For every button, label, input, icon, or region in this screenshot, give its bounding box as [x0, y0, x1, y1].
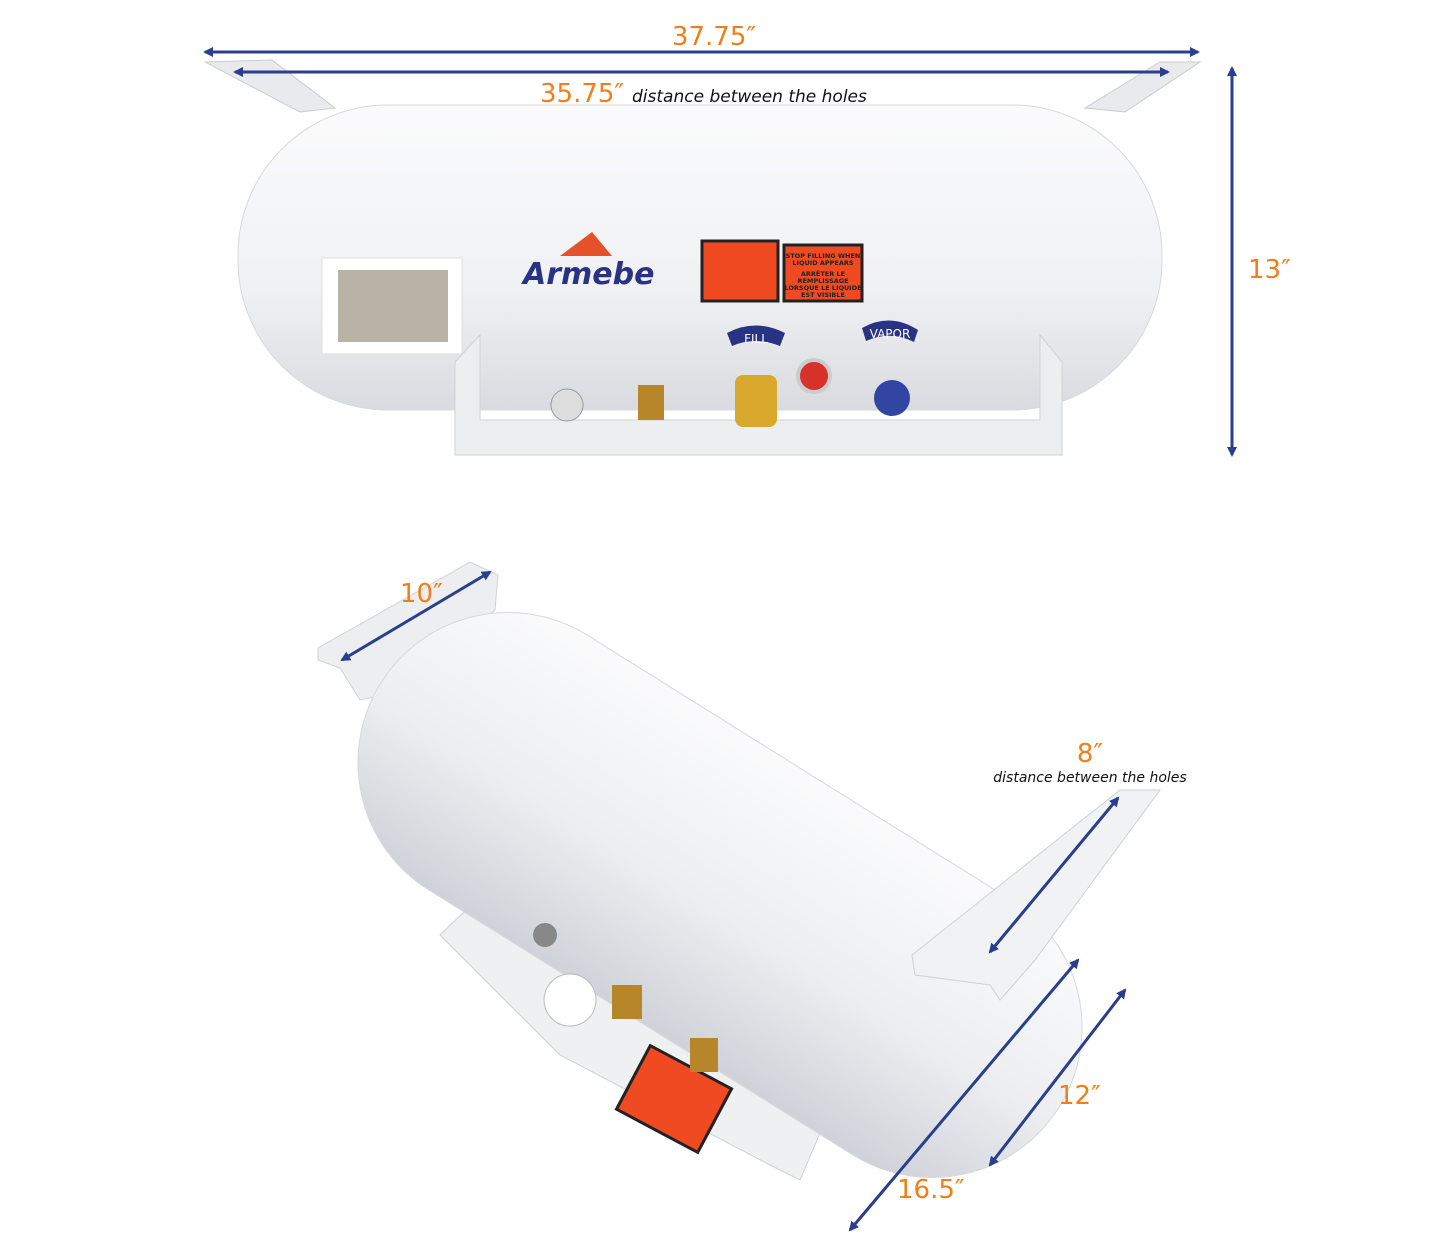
height-label: 13″: [1248, 255, 1291, 285]
top-bracket-left: [203, 59, 337, 113]
brand-logo: Armebe: [521, 257, 654, 292]
bottom-bracket: [454, 333, 1063, 456]
fill-port-label-bg: [727, 325, 785, 346]
vapor-port-label-bg: [862, 320, 918, 342]
svg-text:ARRÊTER LE: ARRÊTER LE: [801, 269, 845, 278]
bracket-hole-distance-arrow: [988, 796, 1120, 954]
bracket-depth-label: 16.5″: [897, 1175, 965, 1205]
fill-port-label: FILL: [744, 332, 768, 346]
svg-text:STOP FILLING WHEN: STOP FILLING WHEN: [786, 252, 861, 260]
vapor-valve-icon: [874, 380, 910, 416]
warning-label-2: STOP FILLING WHEN LIQUID APPEARS ARRÊTER…: [782, 243, 864, 303]
bracket-hole-distance-label: 8″: [1077, 739, 1104, 769]
fill-valve-icon: [735, 375, 777, 427]
diameter-label: 12″: [1058, 1081, 1101, 1111]
front-view-tank: Armebe STOP FILLING WHEN LIQUID APPEARS …: [203, 59, 1202, 456]
bracket-width-label: 10″: [400, 579, 443, 609]
valve-icon: [638, 385, 664, 420]
bracket-width-arrow: [340, 570, 492, 662]
warning-label-1: [700, 239, 780, 303]
svg-text:LIQUID APPEARS: LIQUID APPEARS: [792, 259, 853, 267]
fitting-icon: [533, 923, 557, 947]
top-bracket-right: [1083, 61, 1202, 113]
bracket-depth-arrow: [848, 958, 1080, 1232]
angled-view-tank: [317, 561, 1161, 1181]
gauge-icon: [550, 388, 584, 422]
fitting-icon: [612, 985, 642, 1019]
vapor-port-label: VAPOR: [870, 327, 911, 341]
fitting-icon: [690, 1038, 718, 1072]
hole-distance-note: distance between the holes: [632, 87, 867, 107]
hole-distance-label: 35.75″: [540, 79, 624, 109]
relief-valve-icon: [796, 358, 832, 394]
logo-icon: [560, 232, 612, 256]
bracket-hole-distance-note: distance between the holes: [993, 770, 1186, 786]
overall-width-label: 37.75″: [672, 22, 756, 52]
svg-text:EST VISIBLE: EST VISIBLE: [801, 291, 845, 299]
tank-body: [237, 104, 1163, 411]
svg-text:REMPLISSAGE: REMPLISSAGE: [797, 277, 848, 285]
svg-text:LORSQUE LE LIQUIDE: LORSQUE LE LIQUIDE: [784, 284, 861, 292]
